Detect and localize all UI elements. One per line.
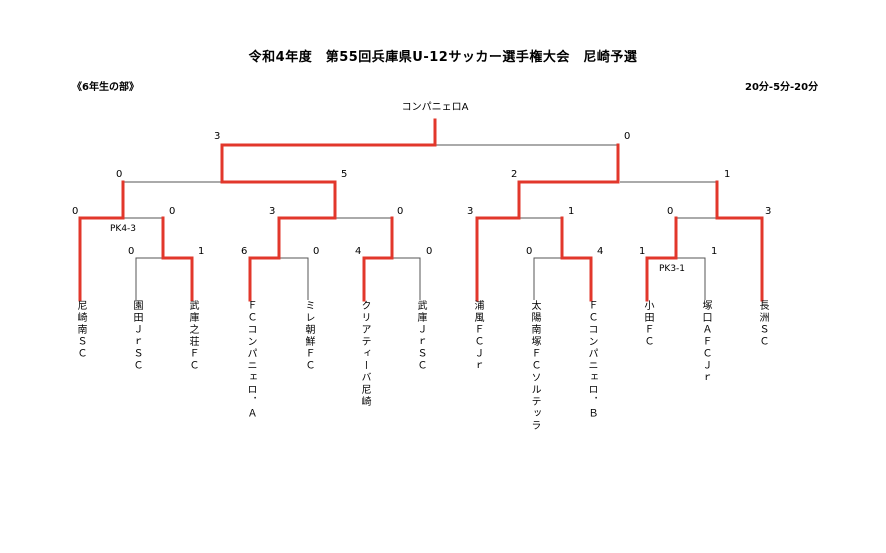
winner-lines [78,118,764,302]
winning-path [78,180,125,302]
team-name: 園田ＪｒＳＣ [131,300,142,372]
division-label: 《6年生の部》 [72,82,139,93]
score-r2-a-left: 0 [72,206,78,217]
winning-path [161,216,194,302]
score-r1-a-right: 1 [198,246,204,257]
team-name: 長洲ＳＣ [757,300,768,348]
score-final-left: 3 [214,131,220,142]
score-qf-b-right: 1 [724,169,730,180]
team-name: ＦＣコンパニェロ．Ａ [245,300,256,420]
score-final-right: 0 [624,131,630,142]
score-r2-b-right: 0 [397,206,403,217]
score-r2-a-right: 0 [169,206,175,217]
bracket-line [392,257,421,300]
winning-path [475,143,620,302]
score-r1-d-right: 4 [597,246,603,257]
score-qf-a-left: 0 [116,169,122,180]
score-r2-c-left: 3 [467,206,473,217]
winning-path [715,180,764,302]
winning-path [645,216,678,302]
team-name: ミレ朝鮮ＦＣ [303,300,314,372]
team-name: 太陽南塚ＦＣソルテッラ [529,300,540,432]
team-name: ＦＣコンパニェロ．Ｂ [586,300,597,420]
team-name: 浦風ＦＣＪｒ [472,300,483,372]
pk-note-r2-a: PK4-3 [110,224,136,234]
team-name: 武庫ＪｒＳＣ [415,300,426,372]
team-name: 尼崎南ＳＣ [75,300,86,360]
winning-path [362,216,394,302]
score-r1-b-right: 0 [313,246,319,257]
team-name: クリアティーバ尼崎 [359,300,370,408]
score-r2-b-left: 3 [269,206,275,217]
score-r1-c-right: 0 [426,246,432,257]
bracket-line [135,257,163,300]
score-r2-c-right: 1 [568,206,574,217]
bracket-line [676,257,706,300]
bracket-line [533,257,562,300]
loser-lines [123,144,717,300]
score-r1-e-right: 1 [711,246,717,257]
team-name: 武庫之荘ＦＣ [187,300,198,372]
bracket-line [279,257,309,300]
score-r1-a-left: 0 [128,246,134,257]
pk-note-r1-e: PK3-1 [659,264,685,274]
winning-path [220,118,437,302]
tournament-title: 令和4年度 第55回兵庫県U-12サッカー選手権大会 尼崎予選 [248,50,638,65]
team-name: 小田ＦＣ [642,300,653,348]
team-name: 塚口ＡＦＣＪｒ [700,300,711,384]
score-qf-b-left: 2 [511,169,517,180]
score-r2-d-right: 3 [765,206,771,217]
match-format: 20分-5分-20分 [745,82,819,93]
winning-path [560,216,593,302]
score-qf-a-right: 5 [341,169,347,180]
score-r1-c-left: 4 [355,246,361,257]
score-r2-d-left: 0 [667,206,673,217]
score-r1-d-left: 0 [526,246,532,257]
score-r1-b-left: 6 [241,246,247,257]
champion-label: コンパニェロA [401,102,469,113]
score-r1-e-left: 1 [639,246,645,257]
